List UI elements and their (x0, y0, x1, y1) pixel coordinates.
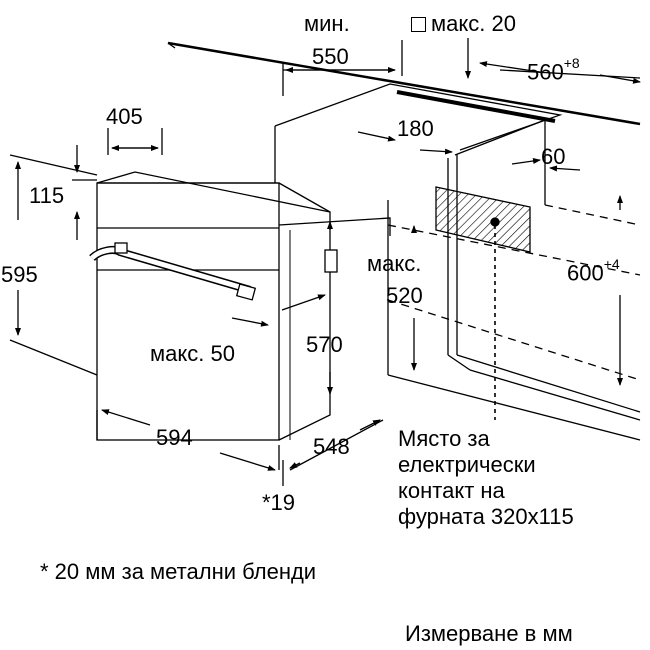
label-180: 180 (397, 116, 434, 141)
socket-note-line-2: електрически (398, 452, 536, 477)
label-550: 550 (312, 44, 349, 69)
label-max: макс. (367, 251, 422, 276)
label-max-50: макс. 50 (150, 341, 235, 366)
units-note: Измерване в мм (405, 621, 573, 646)
label-520: 520 (386, 283, 423, 308)
label-594: 594 (156, 425, 193, 450)
socket-area-hatched (435, 186, 531, 420)
label-19: *19 (262, 490, 296, 515)
label-60: 60 (541, 144, 566, 169)
socket-note-line-4: фурната 320x115 (398, 504, 574, 529)
socket-note-line-1: Място за (398, 426, 490, 451)
label-560-value: 560 (527, 59, 564, 85)
label-600-tolerance: +4 (603, 256, 620, 272)
label-560: 560+8 (527, 55, 580, 83)
label-115: 115 (29, 183, 65, 208)
label-595: 595 (1, 262, 38, 287)
dimension-lines (9, 38, 641, 486)
label-560-tolerance: +8 (563, 55, 580, 71)
worktop (167, 41, 641, 126)
oven-body (96, 171, 391, 441)
label-max-20: макс. 20 (411, 13, 516, 35)
label-min: мин. (304, 11, 350, 36)
socket-note-line-3: контакт на (398, 478, 505, 503)
square-icon (411, 17, 426, 32)
label-max-20-text: макс. 20 (431, 11, 516, 36)
label-548: 548 (313, 434, 350, 459)
label-570: 570 (306, 332, 343, 357)
socket-note: Място за електрически контакт на фурната… (398, 426, 574, 530)
label-600: 600+4 (567, 256, 620, 284)
oven-handle (89, 242, 257, 301)
cabinet-niche (274, 83, 641, 441)
label-405: 405 (106, 104, 143, 129)
footnote: * 20 мм за метални бленди (40, 559, 317, 584)
label-600-value: 600 (567, 260, 604, 286)
